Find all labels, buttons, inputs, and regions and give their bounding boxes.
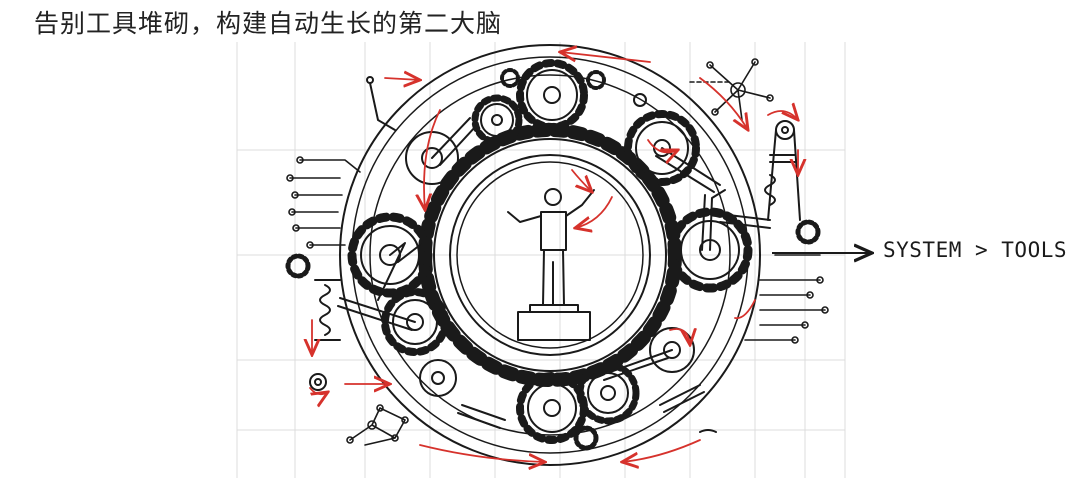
- gear-left: [347, 212, 433, 298]
- gear-bottom-left: [419, 359, 457, 397]
- circuit-traces-right: [744, 254, 829, 344]
- red-flow-arrows: [310, 52, 798, 462]
- outer-ring: [339, 44, 761, 466]
- middle-ring: [369, 74, 731, 436]
- background-grid: [236, 42, 846, 478]
- gear-lower-right: [649, 327, 695, 373]
- central-gear-inner: [449, 154, 651, 356]
- podium: [517, 311, 591, 341]
- circuit-traces-left: [286, 156, 361, 249]
- system-tools-label: SYSTEM > TOOLS: [883, 238, 1068, 262]
- central-gear-window: [456, 161, 644, 349]
- spring-left: [285, 253, 341, 391]
- gear-bottom-right: [576, 361, 640, 425]
- central-gear-rim: [433, 138, 667, 372]
- conductor-figure: [507, 188, 595, 341]
- gear-top: [516, 59, 588, 131]
- network-node-bottom-left: [346, 404, 409, 446]
- gear-small-bottom: [573, 425, 599, 451]
- gear-top-left: [471, 94, 523, 146]
- page-title: 告别工具堆砌，构建自动生长的第二大脑: [34, 9, 503, 38]
- rope-pulley-right: [764, 120, 821, 245]
- network-node-top-right: [689, 58, 774, 121]
